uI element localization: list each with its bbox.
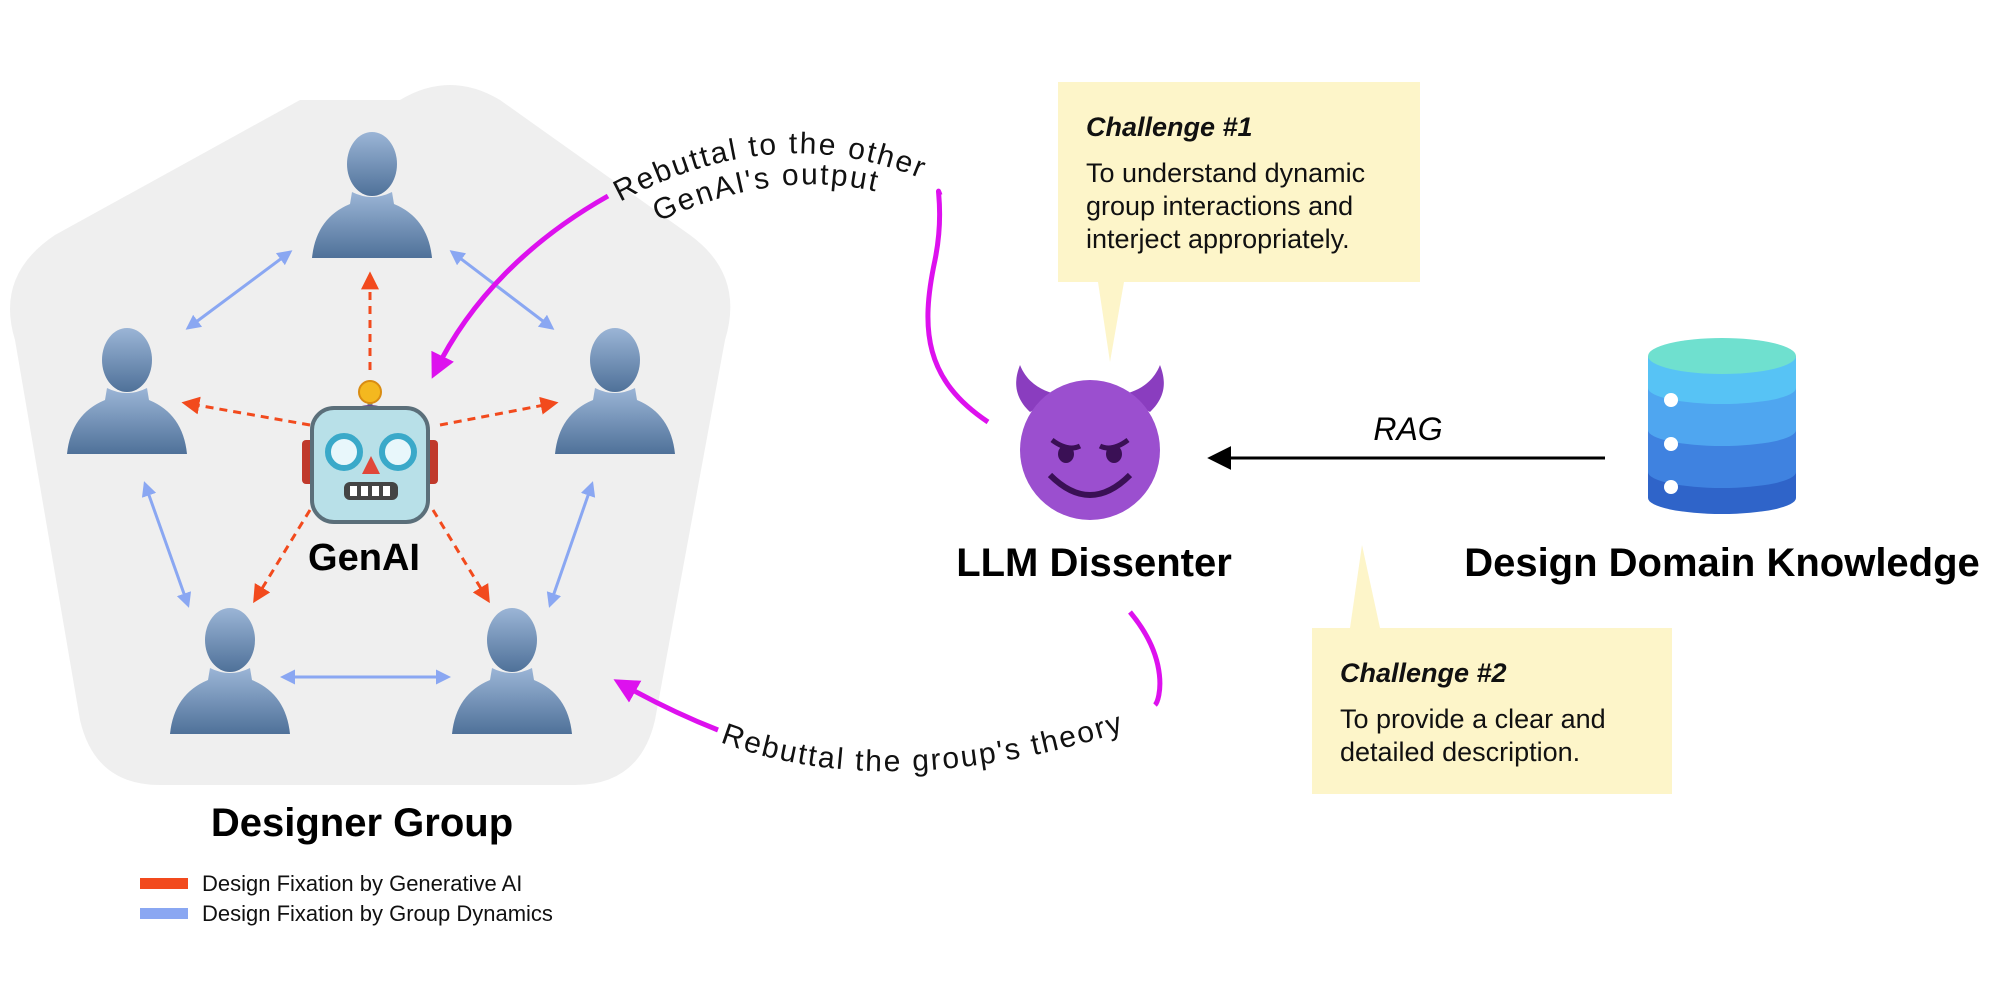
rag-label: RAG — [1373, 411, 1442, 447]
smiling-devil-icon — [1016, 365, 1164, 520]
database-icon — [1648, 338, 1796, 514]
dissenter-label: LLM Dissenter — [956, 541, 1232, 585]
callout-1-pointer — [1098, 282, 1124, 362]
challenge-1-title: Challenge #1 — [1086, 112, 1253, 142]
rebuttal-bottom-label: Rebuttal the group's theory — [718, 706, 1128, 778]
knowledge-label: Design Domain Knowledge — [1464, 541, 1980, 585]
legend-label-genai: Design Fixation by Generative AI — [202, 871, 522, 896]
challenge-2-title: Challenge #2 — [1340, 658, 1507, 688]
rebuttal-bottom-arrow-head — [613, 679, 719, 733]
challenge-2-text: To provide a clear and detailed descript… — [1340, 704, 1606, 767]
legend-swatch-genai — [140, 878, 188, 889]
designer-group-title: Designer Group — [211, 801, 513, 845]
legend: Design Fixation by Generative AI Design … — [140, 871, 553, 926]
callout-2-pointer — [1350, 545, 1380, 628]
challenge-1-callout: Challenge #1 To understand dynamic group… — [1058, 82, 1420, 282]
rebuttal-top-arrow — [925, 188, 990, 425]
challenge-1-text: To understand dynamic group interactions… — [1086, 158, 1366, 254]
legend-label-group: Design Fixation by Group Dynamics — [202, 901, 553, 926]
legend-swatch-group — [140, 908, 188, 919]
rebuttal-top-arrow-head — [431, 193, 610, 379]
group-dynamics-arrows — [141, 250, 596, 685]
genai-label: GenAI — [308, 537, 420, 579]
rebuttal-bottom-arrow — [1128, 610, 1163, 707]
robot-icon — [302, 380, 438, 524]
genai-fixation-arrows — [181, 271, 559, 604]
challenge-2-callout: Challenge #2 To provide a clear and deta… — [1312, 628, 1672, 794]
